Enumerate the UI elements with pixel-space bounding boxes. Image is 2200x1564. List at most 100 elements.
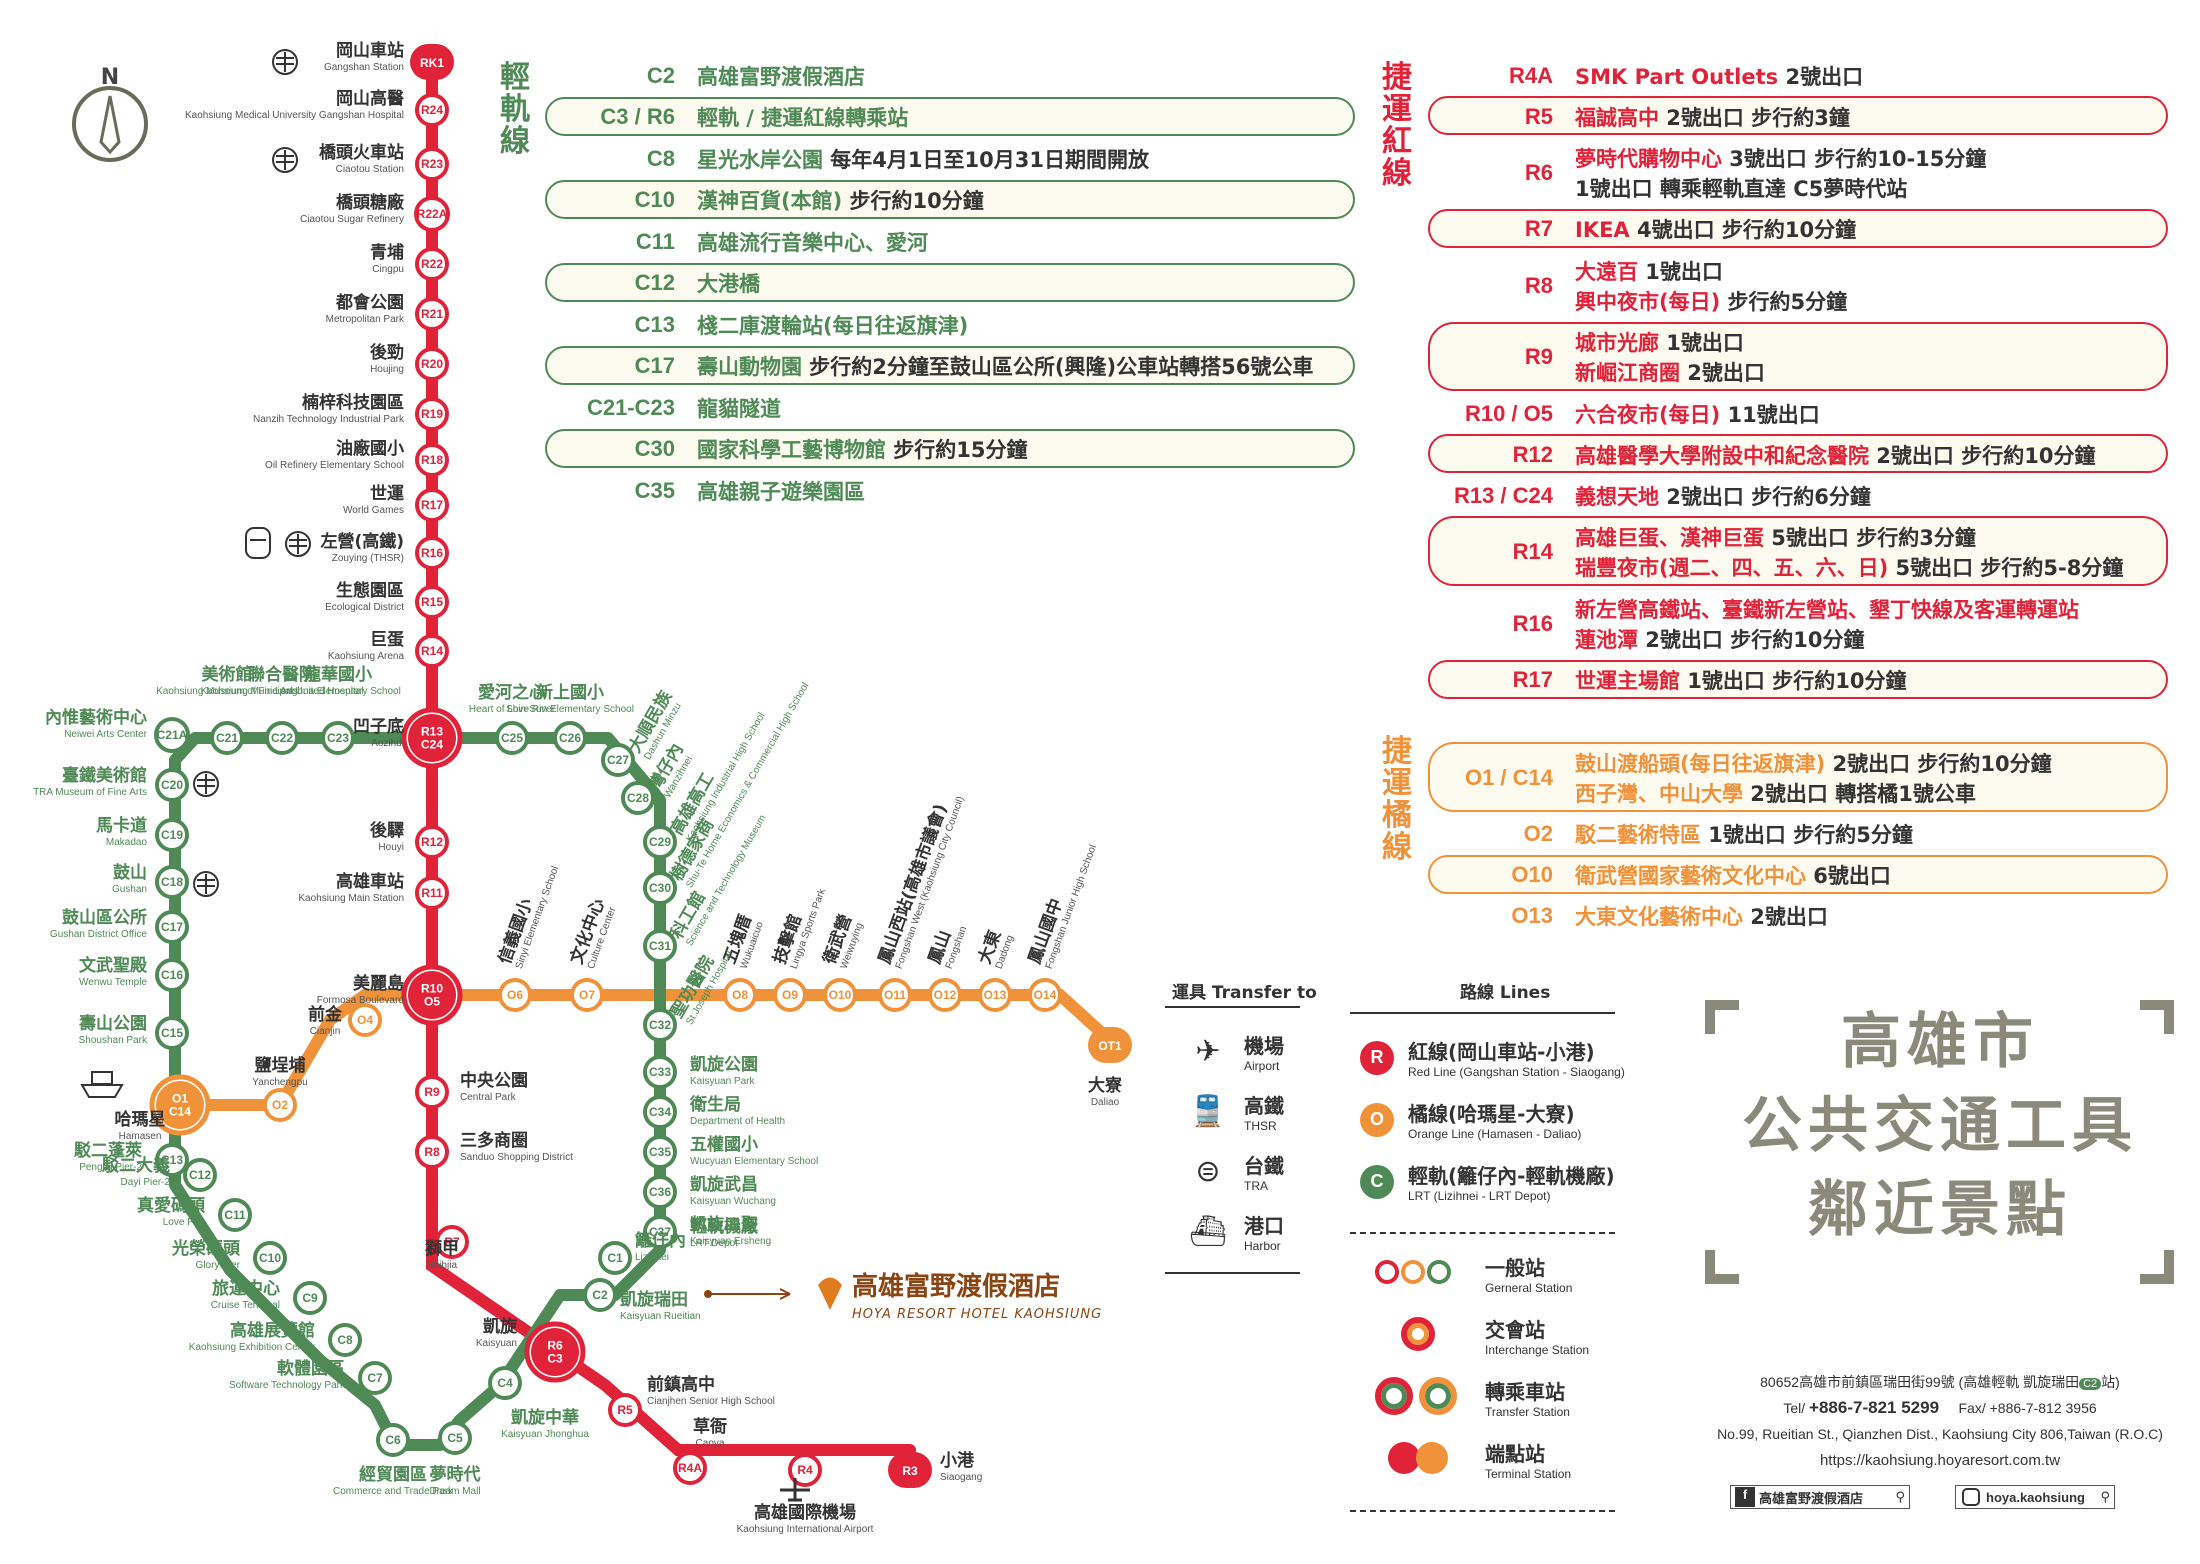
station-marker[interactable]: R4 [788,1453,822,1487]
station-marker[interactable]: R7 [435,1225,469,1259]
station-marker[interactable]: R23 [415,147,449,181]
station-marker[interactable]: C34 [643,1095,677,1129]
station-marker[interactable]: C11 [218,1198,252,1232]
station-marker[interactable]: O2 [263,1088,297,1122]
station-marker[interactable]: R21 [415,297,449,331]
station-marker[interactable]: R9 [415,1075,449,1109]
station-marker[interactable]: R12 [415,825,449,859]
station-name-cn: 輕軌機廠 [690,1216,759,1237]
station-marker[interactable]: C8 [328,1323,362,1357]
station-marker[interactable]: R19 [415,397,449,431]
station-marker[interactable]: C9 [293,1281,327,1315]
station-marker[interactable]: C12 [183,1158,217,1192]
station-marker[interactable]: C17 [155,910,189,944]
station-marker[interactable]: R3 [888,1452,932,1488]
station-marker[interactable]: RK1 [410,44,454,80]
station-code: C32 [649,1018,671,1032]
station-marker[interactable]: C20 [155,768,189,802]
station-marker[interactable]: C26 [553,721,587,755]
station-marker[interactable]: O8 [723,978,757,1012]
station-name-cn: 三多商圈 [460,1130,528,1151]
station-marker[interactable]: O10 [823,978,857,1012]
station-marker[interactable]: O14 [1028,978,1062,1012]
station-marker[interactable]: C15 [155,1016,189,1050]
station-marker[interactable]: C29 [643,825,677,859]
station-marker[interactable]: C27 [601,743,635,777]
station-marker[interactable]: C31 [643,929,677,963]
station-marker[interactable]: R17 [415,488,449,522]
station-marker[interactable]: C7 [358,1361,392,1395]
station-marker[interactable]: C32 [643,1008,677,1042]
station-marker[interactable]: O13 [978,978,1012,1012]
attraction-highlight [545,262,1355,302]
station-marker[interactable]: O11 [878,978,912,1012]
station-marker[interactable]: R15 [415,585,449,619]
station-code: R13 / C24 [1453,482,1553,508]
attraction-highlight [1428,659,2168,699]
station-marker[interactable]: C23 [321,721,355,755]
station-marker[interactable]: R24 [415,93,449,127]
station-marker[interactable]: R14 [415,634,449,668]
attraction-name: 義想天地 [1575,484,1659,509]
station-type-icon [1375,1376,1475,1419]
station-name-en: Gushan [112,884,147,895]
hotel-url[interactable]: https://kaohsiung.hoyaresort.com.tw [1819,1452,2061,1469]
station-marker[interactable]: C33 [643,1055,677,1089]
station-marker[interactable]: C10 [253,1241,287,1275]
station-marker[interactable]: R22 [415,247,449,281]
station-marker[interactable]: C30 [643,871,677,905]
station-name-cn: 巨蛋 [370,630,404,650]
station-marker[interactable]: C6 [376,1423,410,1457]
station-marker[interactable]: R11 [415,876,449,910]
station-name-cn: 凱旋武昌 [690,1174,758,1195]
station-name-cn: 壽山公園 [79,1013,147,1034]
station-marker[interactable]: C2 [583,1278,617,1312]
station-marker[interactable]: C37 [643,1215,677,1249]
station-marker[interactable]: C13 [155,1143,189,1177]
station-marker[interactable]: C21 [210,721,244,755]
station-marker[interactable]: R4A [673,1451,707,1485]
red-line-track [426,56,916,1456]
station-code: C35 [634,477,675,503]
station-name-cn: 愛河之心 [478,682,546,703]
station-name-en: Wenwu Temple [79,977,147,988]
station-marker[interactable]: C19 [155,818,189,852]
station-marker[interactable]: C25 [495,721,529,755]
station-marker[interactable]: O6 [498,978,532,1012]
station-marker[interactable]: OT1 [1088,1027,1132,1063]
station-code: C7 [367,1371,383,1385]
station-marker[interactable]: C18 [155,865,189,899]
station-marker[interactable]: O12 [928,978,962,1012]
station-marker[interactable]: C21A [154,717,190,753]
station-marker[interactable]: C28 [621,781,655,815]
station-marker[interactable]: C5 [438,1421,472,1455]
station-marker[interactable]: C1 [598,1241,632,1275]
station-marker[interactable]: R5 [608,1393,642,1427]
station-marker[interactable]: R16 [415,536,449,570]
station-marker[interactable]: O9 [773,978,807,1012]
station-marker[interactable]: C22 [265,721,299,755]
station-marker[interactable]: R18 [415,443,449,477]
facebook-link[interactable]: f 高雄富野渡假酒店 ⚲ [1730,1485,1910,1509]
station-marker[interactable]: O4 [348,1003,382,1037]
station-marker[interactable]: C36 [643,1175,677,1209]
station-name-cn: 生態園區 [336,580,404,601]
station-marker[interactable]: R20 [415,347,449,381]
station-marker[interactable]: C4 [488,1366,522,1400]
station-marker[interactable]: O7 [570,978,604,1012]
station-marker[interactable]: C16 [155,958,189,992]
station-marker[interactable]: R22A [414,196,450,232]
station-marker[interactable]: C35 [643,1135,677,1169]
station-marker[interactable]: R8 [415,1135,449,1169]
instagram-link[interactable]: hoya.kaohsiung ⚲ [1955,1485,2115,1509]
